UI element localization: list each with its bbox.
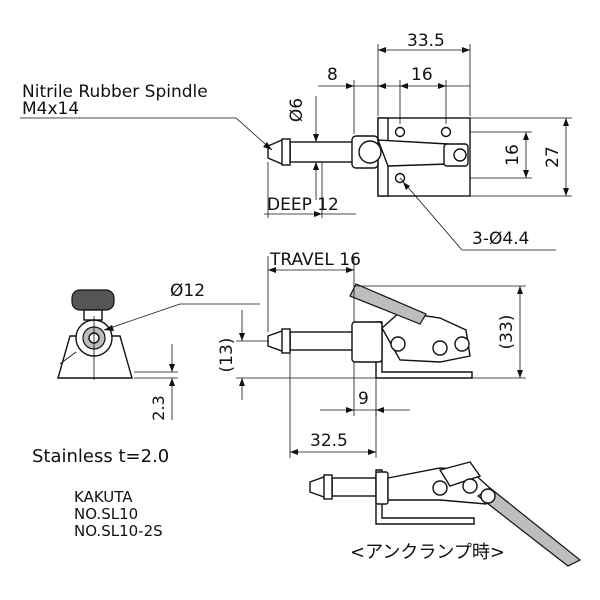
- end-view-neck: [83, 309, 103, 321]
- top-view: 33.5 8 16 Ø6 16 27: [20, 31, 572, 251]
- unclamp-spindle: [331, 477, 377, 497]
- dim-hole-pitch-v: 16: [503, 144, 523, 166]
- unclamp-nut: [323, 474, 333, 500]
- unclamp-link: [438, 461, 482, 487]
- end-view-knob: [71, 289, 115, 311]
- dim-plate: 2.3: [149, 395, 168, 420]
- unclamp-collar: [375, 471, 389, 505]
- side-view-pivot: [432, 340, 448, 356]
- unclamp-pivot: [480, 488, 496, 504]
- dim-spindle-height: (13): [217, 338, 237, 373]
- dim-side-height: (33): [497, 315, 517, 350]
- side-view-collar: [351, 321, 383, 363]
- dim-height: 27: [543, 146, 563, 168]
- side-view-nut: [281, 328, 291, 354]
- dim-left-offset: 8: [327, 65, 338, 85]
- dim-hole-pitch-h: 16: [411, 65, 433, 85]
- side-view-pivot: [454, 336, 470, 352]
- material-note: Stainless t=2.0: [32, 446, 169, 467]
- mounting-hole: [394, 126, 406, 138]
- callout-spindle-material: Nitrile Rubber Spindle: [22, 82, 208, 102]
- dim-knob-dia: Ø12: [170, 281, 205, 301]
- unclamp-base: [375, 469, 475, 525]
- dim-deep: DEEP 12: [267, 195, 339, 215]
- maker-name: KAKUTA: [74, 488, 133, 506]
- top-view-spindle: [289, 141, 355, 163]
- unclamp-caption: <アンクランプ時>: [350, 542, 505, 563]
- side-view-pivot: [390, 336, 406, 352]
- dim-length: 32.5: [310, 431, 348, 451]
- unclamp-pivot: [432, 480, 448, 496]
- unclamp-view: <アンクランプ時>: [309, 461, 582, 567]
- dim-holes: 3-Ø4.4: [472, 229, 529, 249]
- side-view-spindle: [289, 331, 355, 351]
- title-block: KAKUTA NO.SL10 NO.SL10-2S: [74, 488, 163, 540]
- model-number-2: NO.SL10-2S: [74, 522, 163, 540]
- model-number-1: NO.SL10: [74, 505, 138, 523]
- end-view-bracket: [57, 335, 133, 379]
- callout-spindle-size: M4x14: [22, 99, 79, 119]
- top-view-collar-circle: [358, 140, 382, 164]
- unclamp-pivot: [462, 478, 478, 494]
- dim-spindle-dia: Ø6: [287, 98, 307, 122]
- end-view: Ø12 2.3 Stainless t=2.0: [32, 281, 260, 467]
- top-view-nut: [281, 138, 291, 166]
- side-view-handle: [349, 283, 427, 325]
- mounting-hole: [440, 126, 452, 138]
- top-view-pin: [453, 148, 467, 162]
- dim-base: 9: [358, 389, 369, 409]
- dim-width-overall: 33.5: [407, 31, 445, 51]
- side-view: TRAVEL 16 (33) (13) 9 32.5: [217, 250, 526, 458]
- dim-travel: TRAVEL 16: [269, 250, 361, 270]
